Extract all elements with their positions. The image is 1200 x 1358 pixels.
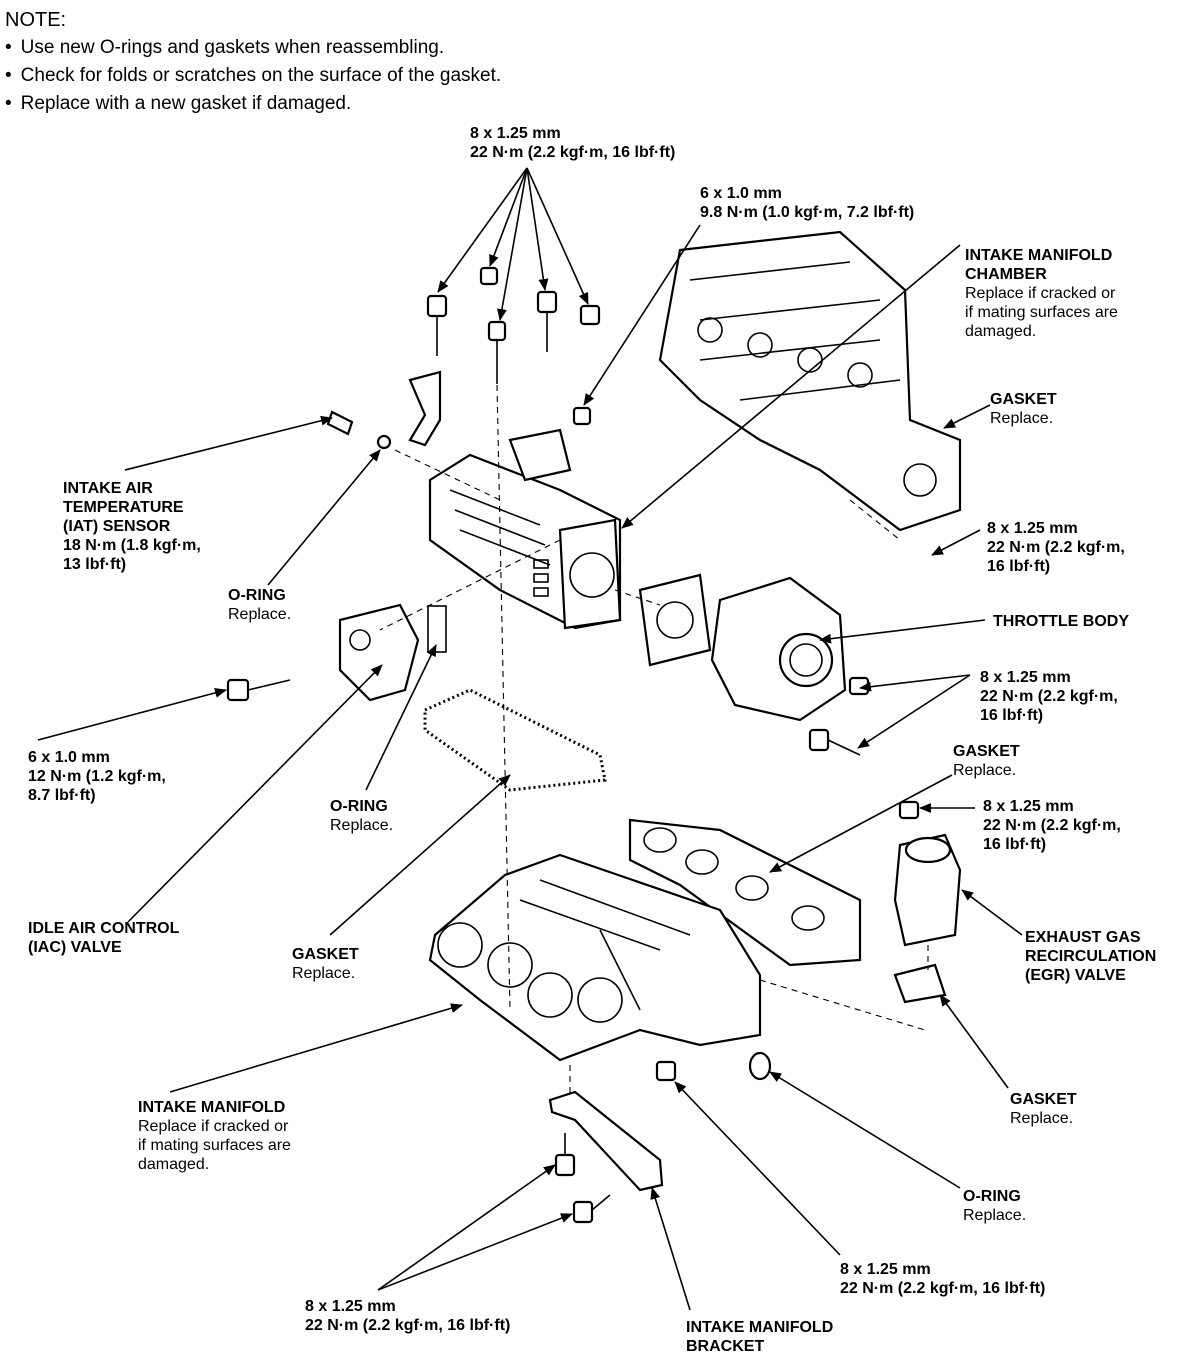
iat-sensor-part	[326, 410, 392, 450]
note-item: Replace with a new gasket if damaged.	[5, 90, 501, 118]
note-item: Use new O-rings and gaskets when reassem…	[5, 34, 501, 62]
upper-manifold-part	[428, 453, 622, 630]
lower-intake-manifold-part	[428, 853, 762, 1062]
note-block: NOTE: Use new O-rings and gaskets when r…	[5, 6, 501, 118]
intake-manifold-chamber-part	[658, 230, 962, 532]
assembly-lines	[379, 384, 929, 1095]
throttle-body-part	[638, 573, 870, 756]
bracket-upper-part	[408, 370, 572, 482]
lower-bracket-part	[548, 1051, 772, 1224]
throttle-body-label: THROTTLE BODY	[993, 613, 1129, 630]
iac-valve-part	[226, 603, 447, 702]
top-bolts-part	[426, 266, 601, 426]
iac-valve-label: IDLE AIR CONTROL(IAC) VALVE	[28, 920, 180, 956]
exhaust-gasket-part	[628, 818, 862, 967]
egr-valve-part	[893, 800, 962, 1004]
note-list: Use new O-rings and gaskets when reassem…	[5, 34, 502, 118]
note-item: Check for folds or scratches on the surf…	[5, 62, 502, 90]
middle-gasket-part	[423, 688, 607, 792]
note-heading: NOTE:	[5, 9, 67, 31]
leader-lines	[37, 167, 1023, 1311]
